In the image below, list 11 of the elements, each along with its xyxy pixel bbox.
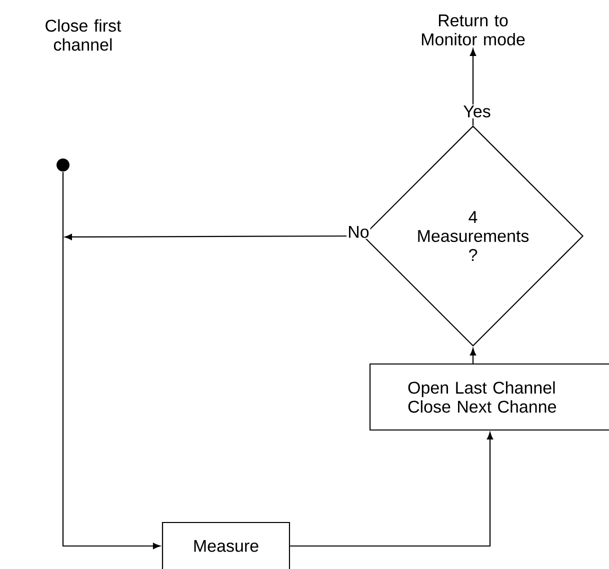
arrow (470, 348, 476, 364)
arrow (470, 48, 476, 126)
edge-label: No (348, 226, 369, 238)
arrow (290, 432, 494, 547)
start-dot (56, 158, 70, 172)
arrow (62, 172, 160, 550)
start-label: Close first channel (46, 19, 122, 51)
process-box: Measure (162, 522, 290, 569)
process-box: Open Last Channel Close Next Channe (369, 363, 609, 431)
terminal-label: Return to Monitor mode (422, 14, 525, 46)
edge-label: Yes (464, 106, 490, 118)
